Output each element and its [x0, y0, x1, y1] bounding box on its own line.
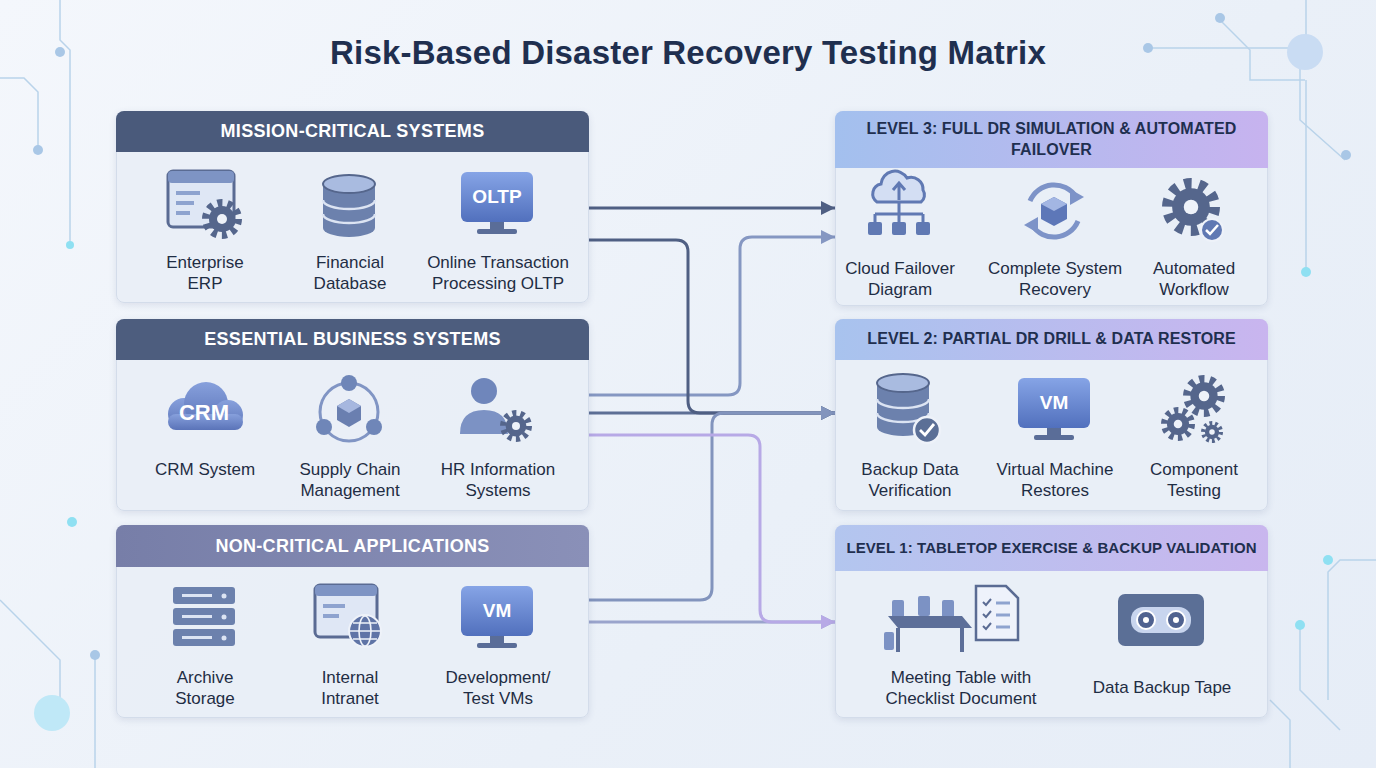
item-caption: Archive Storage	[150, 667, 260, 709]
circuit-dots	[1323, 555, 1333, 565]
circuit-dots	[1287, 34, 1323, 70]
circuit-lines	[60, 0, 70, 245]
panel-header: LEVEL 1: TABLETOP EXERCISE & BACKUP VALI…	[835, 525, 1268, 571]
flow-connector	[589, 621, 835, 624]
item-caption: Virtual Machine Restores	[990, 459, 1120, 501]
panel-header: LEVEL 2: PARTIAL DR DRILL & DATA RESTORE	[835, 319, 1268, 360]
item-caption: Complete System Recovery	[980, 258, 1130, 300]
panel-heading: MISSION-CRITICAL SYSTEMS	[221, 121, 485, 142]
item-caption: Online Transaction Processing OLTP	[408, 252, 588, 294]
panel-heading: LEVEL 2: PARTIAL DR DRILL & DATA RESTORE	[867, 329, 1235, 350]
icon-label: OLTP	[472, 186, 521, 208]
flow-connector	[589, 413, 835, 600]
circuit-lines	[0, 78, 38, 150]
panel-header: ESSENTIAL BUSINESS SYSTEMS	[116, 319, 589, 360]
icon-label: VM	[1040, 392, 1069, 414]
panel-heading: LEVEL 3: FULL DR SIMULATION & AUTOMATED …	[843, 119, 1260, 161]
item-caption: CRM System	[145, 459, 265, 480]
circuit-dots	[66, 241, 74, 249]
diagram-title: Risk-Based Disaster Recovery Testing Mat…	[0, 34, 1376, 72]
circuit-lines	[1218, 18, 1305, 80]
tier-panel: LEVEL 3: FULL DR SIMULATION & AUTOMATED …	[835, 111, 1268, 306]
flow-connector	[589, 412, 835, 415]
item-caption: Internal Intranet	[300, 667, 400, 709]
panel-heading: LEVEL 1: TABLETOP EXERCISE & BACKUP VALI…	[846, 538, 1256, 558]
circuit-lines	[1328, 560, 1376, 700]
circuit-dots	[33, 145, 43, 155]
circuit-dots	[1143, 43, 1153, 53]
circuit-dots	[34, 695, 70, 731]
panel-header: NON-CRITICAL APPLICATIONS	[116, 525, 589, 567]
panel-heading: ESSENTIAL BUSINESS SYSTEMS	[204, 329, 501, 350]
circuit-lines	[1300, 60, 1345, 160]
tier-panel: LEVEL 1: TABLETOP EXERCISE & BACKUP VALI…	[835, 525, 1268, 718]
circuit-dots	[1341, 150, 1351, 160]
item-caption: Component Testing	[1139, 459, 1249, 501]
panel-heading: NON-CRITICAL APPLICATIONS	[215, 536, 489, 557]
flow-connector	[589, 237, 835, 395]
circuit-dots	[33, 13, 1351, 731]
item-caption: Backup Data Verification	[850, 459, 970, 501]
tier-panel: LEVEL 2: PARTIAL DR DRILL & DATA RESTORE…	[835, 319, 1268, 511]
item-caption: Financial Database	[300, 252, 400, 294]
item-caption: HR Information Systems	[433, 459, 563, 501]
item-caption: Meeting Table with Checklist Document	[871, 667, 1051, 709]
item-caption: Cloud Failover Diagram	[830, 258, 970, 300]
circuit-dots	[1301, 267, 1311, 277]
circuit-lines	[1305, 80, 1307, 272]
circuit-lines	[1270, 700, 1290, 768]
circuit-dots	[1215, 13, 1225, 23]
item-caption: Data Backup Tape	[1087, 677, 1237, 698]
item-caption: Enterprise ERP	[155, 252, 255, 294]
circuit-lines	[1305, 0, 1307, 40]
flow-connector	[589, 435, 835, 622]
flow-connector	[589, 207, 835, 210]
circuit-dots	[90, 650, 100, 660]
circuit-lines	[1300, 620, 1340, 730]
item-caption: Supply Chain Management	[290, 459, 410, 501]
icon-label: VM	[483, 600, 512, 622]
tier-panel: NON-CRITICAL APPLICATIONS Archive Storage…	[116, 525, 589, 718]
item-caption: Development/ Test VMs	[433, 667, 563, 709]
panel-header: LEVEL 3: FULL DR SIMULATION & AUTOMATED …	[835, 111, 1268, 168]
circuit-lines	[0, 600, 60, 700]
item-caption: Automated Workflow	[1139, 258, 1249, 300]
circuit-lines	[94, 655, 96, 768]
circuit-dots	[67, 517, 77, 527]
circuit-dots	[1295, 620, 1305, 630]
flow-connector	[589, 240, 835, 413]
circuit-dots	[55, 47, 65, 57]
circuit-lines	[1148, 47, 1300, 49]
icon-label: CRM	[179, 400, 229, 426]
panel-header: MISSION-CRITICAL SYSTEMS	[116, 111, 589, 152]
